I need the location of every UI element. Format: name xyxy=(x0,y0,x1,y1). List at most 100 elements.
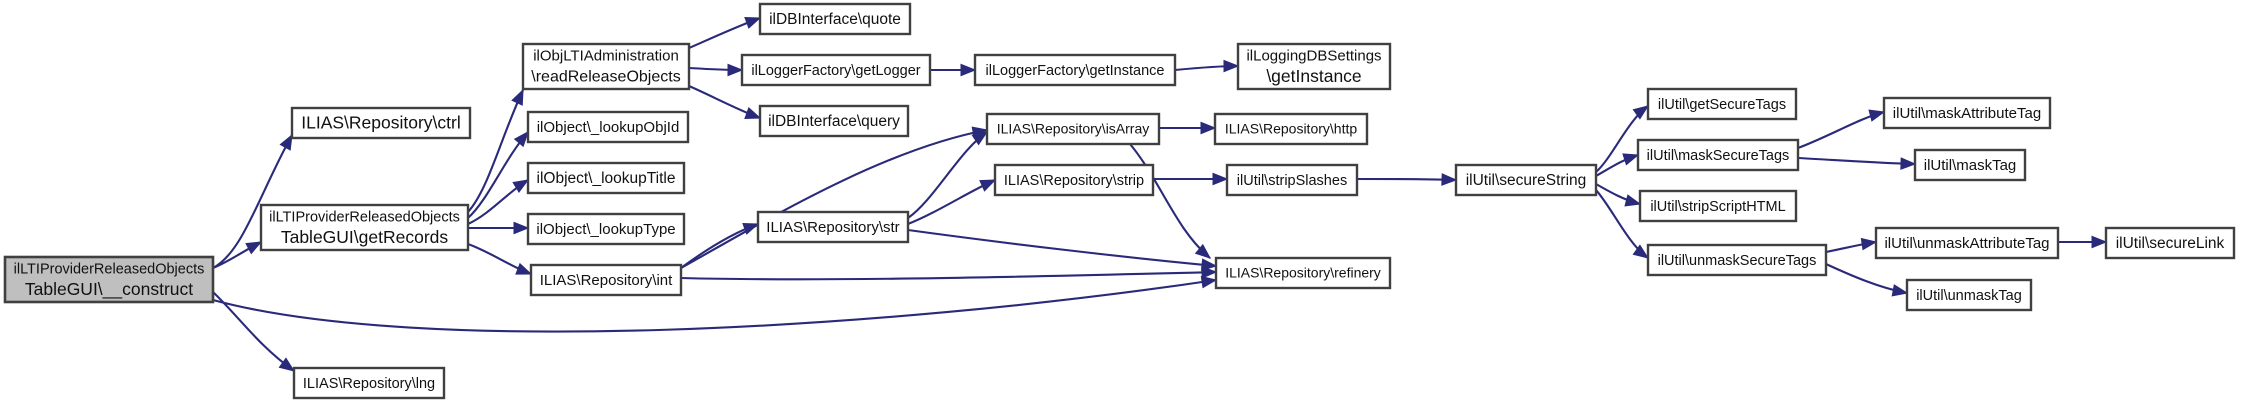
node-box[interactable] xyxy=(756,210,910,244)
edge-readRelease-to-query xyxy=(688,85,762,119)
graph-node-strip[interactable]: ILIAS\Repository\strip xyxy=(993,163,1155,197)
node-box[interactable] xyxy=(1905,278,2033,312)
node-box[interactable] xyxy=(758,2,912,36)
graph-node-getInstance[interactable]: ilLoggerFactory\getInstance xyxy=(973,53,1177,87)
graph-node-maskAttributeTag[interactable]: ilUtil\maskAttributeTag xyxy=(1882,96,2052,130)
node-label-line1: ilUtil\secureString xyxy=(1466,172,1587,189)
graph-node-refinery[interactable]: ILIAS\Repository\refinery xyxy=(1214,256,1392,290)
node-box[interactable] xyxy=(1646,243,1828,277)
graph-node-getLogger[interactable]: ilLoggerFactory\getLogger xyxy=(740,53,932,87)
node-box[interactable] xyxy=(1874,226,2060,260)
graph-node-repoInt[interactable]: ILIAS\Repository\int xyxy=(529,263,683,297)
edge-stripSlashes-to-secureString xyxy=(1356,173,1458,186)
node-box[interactable] xyxy=(1214,256,1392,290)
node-box[interactable] xyxy=(758,104,910,138)
arrow-head xyxy=(1441,173,1458,186)
edge-construct-to-lng xyxy=(212,291,296,372)
arrow-head xyxy=(1868,109,1886,122)
node-box[interactable] xyxy=(1636,138,1800,172)
graph-node-unmaskAttrTag[interactable]: ilUtil\unmaskAttributeTag xyxy=(1874,226,2060,260)
graph-node-isArray[interactable]: ILIAS\Repository\isArray xyxy=(985,112,1161,146)
graph-node-lookupType[interactable]: ilObject\_lookupType xyxy=(526,212,686,246)
arrow-head xyxy=(279,133,293,151)
arrow-head xyxy=(1200,275,1218,289)
edge-getRecords-to-readRelease xyxy=(467,88,524,213)
node-box[interactable] xyxy=(521,42,691,91)
graph-node-http[interactable]: ILIAS\Repository\http xyxy=(1213,112,1369,146)
graph-node-secureString[interactable]: ilUtil\secureString xyxy=(1454,163,1598,197)
graph-node-construct[interactable]: ilLTIProviderReleasedObjectsTableGUI\__c… xyxy=(3,255,215,304)
graph-node-maskSecureTags[interactable]: ilUtil\maskSecureTags xyxy=(1636,138,1800,172)
arrow-head xyxy=(512,179,530,193)
arrow-head xyxy=(1860,237,1878,251)
node-box[interactable] xyxy=(1213,112,1369,146)
nodes-layer: ilLTIProviderReleasedObjectsTableGUI\__c… xyxy=(3,2,2236,400)
edge-getRecords-to-lookupObjId xyxy=(467,130,529,219)
graph-node-readRelease[interactable]: ilObjLTIAdministration\readReleaseObject… xyxy=(521,42,691,91)
node-box[interactable] xyxy=(2104,226,2236,260)
graph-node-ctrl[interactable]: ILIAS\Repository\ctrl xyxy=(290,106,472,140)
graph-node-repoStr[interactable]: ILIAS\Repository\str xyxy=(756,210,910,244)
edge-repoStr-to-refinery xyxy=(907,228,1218,271)
edge-secureString-to-unmaskSecureTags xyxy=(1595,189,1650,259)
node-box[interactable] xyxy=(3,255,215,304)
arrow-head xyxy=(513,221,530,235)
node-box[interactable] xyxy=(1882,96,2052,130)
arrow-head xyxy=(744,107,762,119)
graph-node-getRecords[interactable]: ilLTIProviderReleasedObjectsTableGUI\get… xyxy=(259,203,470,252)
graph-node-query[interactable]: ilDBInterface\query xyxy=(758,104,910,138)
node-label-line1: ilUtil\stripScriptHTML xyxy=(1650,199,1785,215)
graph-node-getSecureTags[interactable]: ilUtil\getSecureTags xyxy=(1646,87,1798,121)
arrow-head xyxy=(515,262,533,275)
node-label-line1: ilObject\_lookupType xyxy=(536,221,675,238)
node-box[interactable] xyxy=(985,112,1161,146)
node-box[interactable] xyxy=(290,106,472,140)
arrow-head xyxy=(1194,243,1212,259)
graph-node-lng[interactable]: ILIAS\Repository\lng xyxy=(292,366,446,400)
node-label-line1: ILIAS\Repository\http xyxy=(1225,121,1358,137)
node-label-line1: ilLoggingDBSettings xyxy=(1246,47,1381,64)
graph-node-lookupTitle[interactable]: ilObject\_lookupTitle xyxy=(526,161,686,195)
arrow-head xyxy=(960,63,977,77)
node-box[interactable] xyxy=(259,203,470,252)
node-box[interactable] xyxy=(526,110,690,144)
graph-node-quote[interactable]: ilDBInterface\quote xyxy=(758,2,912,36)
node-box[interactable] xyxy=(1638,189,1798,223)
node-box[interactable] xyxy=(526,161,686,195)
graph-node-stripSlashes[interactable]: ilUtil\stripSlashes xyxy=(1225,163,1359,197)
node-box[interactable] xyxy=(1646,87,1798,121)
node-label-line1: ILIAS\Repository\ctrl xyxy=(301,113,461,133)
graph-node-unmaskTag[interactable]: ilUtil\unmaskTag xyxy=(1905,278,2033,312)
graph-node-stripScriptHTML[interactable]: ilUtil\stripScriptHTML xyxy=(1638,189,1798,223)
node-box[interactable] xyxy=(526,212,686,246)
node-box[interactable] xyxy=(1913,148,2027,182)
node-box[interactable] xyxy=(1236,42,1392,91)
arrow-head xyxy=(245,241,263,255)
graph-node-maskTag[interactable]: ilUtil\maskTag xyxy=(1913,148,2027,182)
arrow-head xyxy=(1200,258,1218,271)
graph-node-loggingDB[interactable]: ilLoggingDBSettings\getInstance xyxy=(1236,42,1392,91)
node-box[interactable] xyxy=(529,263,683,297)
node-box[interactable] xyxy=(993,163,1155,197)
node-box[interactable] xyxy=(973,53,1177,87)
graph-node-lookupObjId[interactable]: ilObject\_lookupObjId xyxy=(526,110,690,144)
arrow-head xyxy=(1632,105,1650,120)
node-box[interactable] xyxy=(1454,163,1598,197)
node-box[interactable] xyxy=(1225,163,1359,197)
arrow-head xyxy=(727,63,744,77)
node-label-line1: ilLoggerFactory\getInstance xyxy=(986,63,1165,79)
arrow-head xyxy=(1900,157,1917,170)
graph-node-secureLink[interactable]: ilUtil\secureLink xyxy=(2104,226,2236,260)
edge-repoInt-to-repoStr xyxy=(680,222,760,269)
edges-layer xyxy=(212,17,2108,372)
edge-unmaskSecureTags-to-unmaskAttrTag xyxy=(1825,237,1878,254)
arrow-head xyxy=(742,222,760,235)
node-box[interactable] xyxy=(292,366,446,400)
node-label-line1: ilUtil\unmaskAttributeTag xyxy=(1884,235,2049,252)
node-box[interactable] xyxy=(740,53,932,87)
node-label-line1: ilDBInterface\query xyxy=(768,113,900,130)
edge-getRecords-to-lookupTitle xyxy=(467,179,530,225)
graph-node-unmaskSecureTags[interactable]: ilUtil\unmaskSecureTags xyxy=(1646,243,1828,277)
edge-readRelease-to-quote xyxy=(688,17,762,49)
